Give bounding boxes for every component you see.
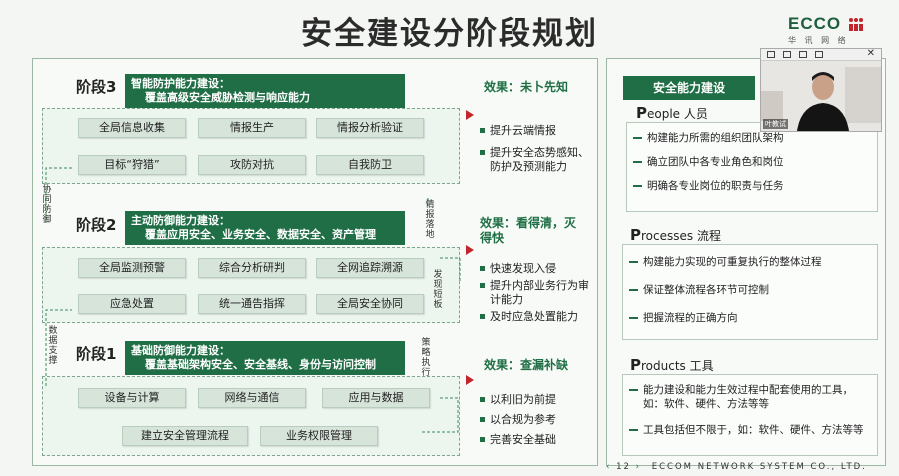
people-item: 构建能力所需的组织团队架构 [631, 131, 873, 145]
stage1-item: 设备与计算 [78, 388, 186, 408]
stage3-effect: 效果：未卜先知 [484, 80, 569, 94]
stage3-effect-list: 提升云端情报 提升安全态势感知、防护及预测能力 [480, 124, 590, 177]
stage2-item: 全网追踪溯源 [316, 258, 424, 278]
stage3-title-box: 智能防护能力建设： 覆盖高级安全威胁检测与响应能力 [125, 74, 405, 108]
logo-text: ECCO [788, 14, 842, 33]
label-data-support: 数据支撑 [48, 326, 58, 366]
flow-line [45, 167, 72, 220]
effect-item: 及时应急处置能力 [480, 310, 590, 324]
stage2-item: 综合分析研判 [198, 258, 306, 278]
stage1-effect: 效果：查漏补缺 [484, 358, 569, 372]
flow-line [440, 257, 461, 282]
stage3-title-line1: 智能防护能力建设： [131, 77, 230, 90]
stage1-item: 网络与通信 [198, 388, 306, 408]
effect-item: 提升云端情报 [480, 124, 590, 138]
effect-item: 提升内部业务行为审计能力 [480, 279, 590, 307]
processes-title: rocesses 流程 [641, 229, 721, 243]
company-logo: ECCO 华 讯 网 络 [788, 14, 868, 48]
people-initial: P [636, 104, 647, 122]
video-titlebar: ✕ [761, 48, 881, 61]
stage2-title-line1: 主动防御能力建设： [131, 214, 230, 227]
stage2-item: 应急处置 [78, 294, 186, 314]
people-heading: People 人员 [636, 104, 708, 122]
products-heading: Products 工具 [630, 356, 714, 374]
stage2-effect: 效果：看得清，灭得快 [480, 216, 577, 245]
effect-item: 快速发现入侵 [480, 262, 590, 276]
company-name: ECCOM NETWORK SYSTEM CO., LTD. [651, 462, 867, 472]
flow-line [45, 309, 72, 386]
effect-item: 提升安全态势感知、防护及预测能力 [480, 146, 590, 174]
stage1-item: 业务权限管理 [260, 426, 378, 446]
page-title: 安全建设分阶段规划 [301, 16, 598, 52]
stage3-item: 全局信息收集 [78, 118, 186, 138]
stage1-item: 建立安全管理流程 [122, 426, 248, 446]
product-item: 能力建设和能力生效过程中配套使用的工具，如：软件、硬件、方法等等 [627, 383, 873, 411]
products-title: roducts 工具 [641, 359, 714, 373]
close-icon[interactable]: ✕ [866, 48, 875, 59]
stage3-label: 阶段3 [76, 78, 117, 96]
flow-lines [45, 167, 461, 433]
arrow-right-icon [466, 245, 474, 255]
maximize-icon[interactable] [783, 51, 791, 58]
stage2-label: 阶段2 [76, 216, 117, 234]
products-card: 能力建设和能力生效过程中配套使用的工具，如：软件、硬件、方法等等 工具包括但不限… [622, 374, 878, 456]
people-item: 确立团队中各专业角色和岗位 [631, 155, 873, 169]
stage1-title-box: 基础防御能力建设： 覆盖基础架构安全、安全基线、身份与访问控制 [125, 341, 405, 375]
stage2-item: 全局安全协同 [316, 294, 424, 314]
logo-mark-icon [849, 18, 863, 31]
window-icon[interactable] [767, 51, 775, 58]
stage3-title-line2: 覆盖高级安全威胁检测与响应能力 [145, 91, 310, 104]
participant-name: 叶教试 [763, 119, 788, 129]
stage3-item: 自我防卫 [316, 155, 424, 175]
flow-line [422, 397, 459, 433]
stage1-title-line1: 基础防御能力建设： [131, 344, 230, 357]
stage2-title-line2: 覆盖应用安全、业务安全、数据安全、资产管理 [145, 228, 376, 241]
effect-item: 以利旧为前提 [480, 393, 590, 407]
effect-item: 完善安全基础 [480, 433, 590, 447]
prev-page-icon[interactable]: ‹ [606, 462, 612, 472]
stage1-item: 应用与数据 [322, 388, 430, 408]
arrow-right-icon [466, 375, 474, 385]
label-intel-landing: 情报落地 [425, 200, 435, 240]
process-item: 保证整体流程各环节可控制 [627, 283, 873, 297]
video-call-window[interactable]: ✕ 叶教试 [760, 48, 882, 132]
stage1-label: 阶段1 [76, 345, 117, 363]
stage3-item: 情报生产 [198, 118, 306, 138]
footer: ‹ 12 › ECCOM NETWORK SYSTEM CO., LTD. [606, 462, 867, 472]
product-item: 工具包括但不限于，如：软件、硬件、方法等等 [627, 423, 873, 437]
page-number: 12 [616, 462, 631, 472]
label-coordinated-defense: 协同防御 [42, 185, 52, 225]
processes-heading: Processes 流程 [630, 226, 721, 244]
stage3-item: 情报分析验证 [316, 118, 424, 138]
stage1-title-line2: 覆盖基础架构安全、安全基线、身份与访问控制 [145, 358, 376, 371]
stage2-item: 全局监测预警 [78, 258, 186, 278]
stage3-item: 目标“狩猎” [78, 155, 186, 175]
label-policy-exec: 策略执行 [421, 338, 431, 378]
people-title: eople 人员 [647, 107, 708, 121]
effect-item: 以合规为参考 [480, 413, 590, 427]
stage1-effect-list: 以利旧为前提 以合规为参考 完善安全基础 [480, 393, 590, 450]
process-item: 把握流程的正确方向 [627, 311, 873, 325]
people-card: 构建能力所需的组织团队架构 确立团队中各专业角色和岗位 明确各专业岗位的职责与任… [626, 122, 878, 212]
stage2-item: 统一通告指挥 [198, 294, 306, 314]
participant-video [761, 61, 881, 131]
stage2-title-box: 主动防御能力建设： 覆盖应用安全、业务安全、数据安全、资产管理 [125, 211, 405, 245]
process-item: 构建能力实现的可重复执行的整体过程 [627, 255, 873, 269]
restore-icon[interactable] [799, 51, 807, 58]
processes-card: 构建能力实现的可重复执行的整体过程 保证整体流程各环节可控制 把握流程的正确方向 [622, 244, 878, 340]
label-find-weakness: 发现短板 [433, 270, 443, 310]
fullscreen-icon[interactable] [815, 51, 823, 58]
processes-initial: P [630, 226, 641, 244]
next-page-icon[interactable]: › [635, 462, 642, 472]
products-initial: P [630, 356, 641, 374]
stage3-item: 攻防对抗 [198, 155, 306, 175]
stage2-effect-list: 快速发现入侵 提升内部业务行为审计能力 及时应急处置能力 [480, 262, 590, 327]
arrow-right-icon [466, 110, 474, 120]
capability-header: 安全能力建设 [623, 76, 755, 100]
people-item: 明确各专业岗位的职责与任务 [631, 179, 873, 193]
logo-subtitle: 华 讯 网 络 [788, 36, 849, 45]
